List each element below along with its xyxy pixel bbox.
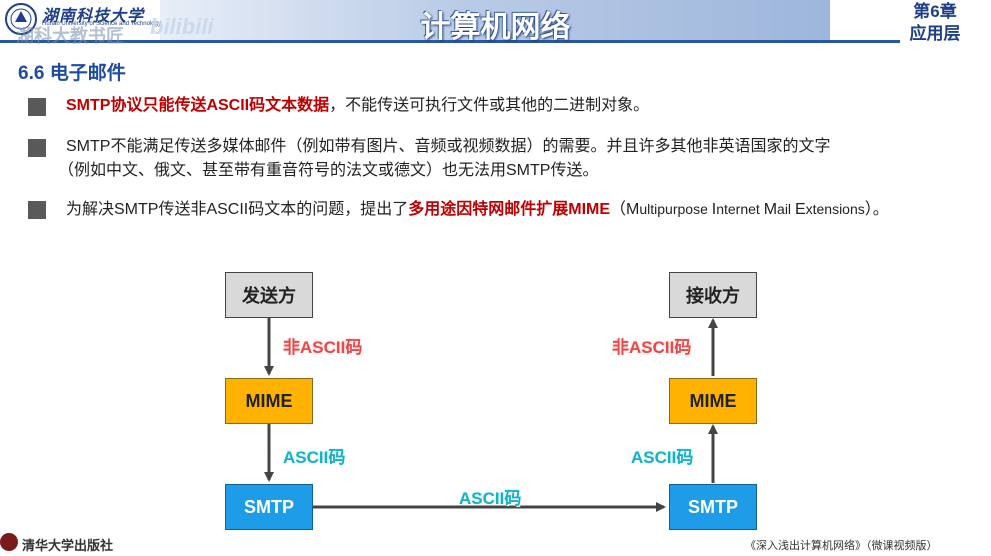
slide-header: 湖南科技大学 Hunan University of Science and T… — [0, 0, 991, 46]
bullet-prefix-text: 为解决SMTP传送非ASCII码文本的问题，提出了 — [66, 201, 409, 218]
label-non-ascii-right: 非ASCII码 — [612, 338, 692, 357]
mime-english-name: Multipurpose Internet Mail Extensions — [626, 201, 865, 218]
chapter-name: 应用层 — [909, 24, 961, 43]
label-ascii-left: ASCII码 — [283, 448, 346, 467]
smtp-box-right: SMTP — [669, 484, 757, 530]
label-non-ascii-left: 非ASCII码 — [283, 338, 363, 357]
bullet-text: SMTP协议只能传送ASCII码文本数据，不能传送可执行文件或其他的二进制对象。 — [66, 94, 649, 118]
header-band-right — [830, 0, 991, 46]
chapter-label: 第6章 应用层 — [895, 1, 975, 45]
university-name-english: Hunan University of Science and Technolo… — [42, 21, 161, 27]
publisher-name: 清华大学出版社 — [22, 539, 114, 554]
bullet-text: SMTP不能满足传送多媒体邮件（例如带有图片、音频或视频数据）的需要。并且许多其… — [58, 135, 831, 183]
bullet-line-2: （例如中文、俄文、甚至带有重音符号的法文或德文）也无法用SMTP传送。 — [58, 162, 599, 179]
word-rest: xtensions — [805, 201, 865, 217]
bullet-line-1: SMTP不能满足传送多媒体邮件（例如带有图片、音频或视频数据）的需要。并且许多其… — [66, 138, 831, 155]
mime-box-left: MIME — [225, 378, 313, 424]
label-ascii-right: ASCII码 — [631, 448, 694, 467]
bilibili-watermark: bilibili — [150, 14, 214, 39]
sender-box: 发送方 — [225, 272, 313, 318]
highlight-text: SMTP协议只能传送ASCII码文本数据 — [66, 97, 330, 114]
receiver-box: 接收方 — [669, 272, 757, 318]
smtp-box-left: SMTP — [225, 484, 313, 530]
bullet-square-icon — [28, 98, 46, 116]
initial-i: I — [711, 201, 717, 218]
initial-m: M — [626, 201, 640, 218]
mime-box-right: MIME — [669, 378, 757, 424]
chapter-number: 第6章 — [913, 2, 957, 21]
word-rest: ail — [777, 201, 795, 217]
section-title: 6.6 电子邮件 — [18, 63, 126, 84]
paren-close: ）。 — [864, 201, 889, 218]
university-name: 湖南科技大学 — [42, 6, 145, 25]
watermark-text: 湖科大教书匠 — [16, 26, 124, 46]
header-band — [160, 0, 830, 40]
bullet-rest-text: ，不能传送可执行文件或其他的二进制对象。 — [329, 97, 650, 114]
word-rest: nternet — [716, 201, 764, 217]
header-divider — [0, 40, 900, 43]
bullet-text: 为解决SMTP传送非ASCII码文本的问题，提出了多用途因特网邮件扩展MIME（… — [66, 197, 889, 222]
publisher-logo-icon — [0, 533, 18, 551]
bullet-square-icon — [28, 201, 46, 219]
highlight-text: 多用途因特网邮件扩展MIME — [408, 201, 611, 218]
initial-e: E — [794, 201, 806, 218]
initial-m2: M — [763, 201, 778, 218]
paren-open: （ — [610, 201, 627, 218]
book-title: 《深入浅出计算机网络》（微课视频版） — [745, 540, 938, 552]
university-logo-icon — [5, 3, 37, 35]
course-title: 计算机网络 — [420, 11, 571, 44]
bullet-square-icon — [28, 139, 46, 157]
label-ascii-middle: ASCII码 — [459, 489, 522, 508]
word-rest: ultipurpose — [639, 201, 712, 217]
